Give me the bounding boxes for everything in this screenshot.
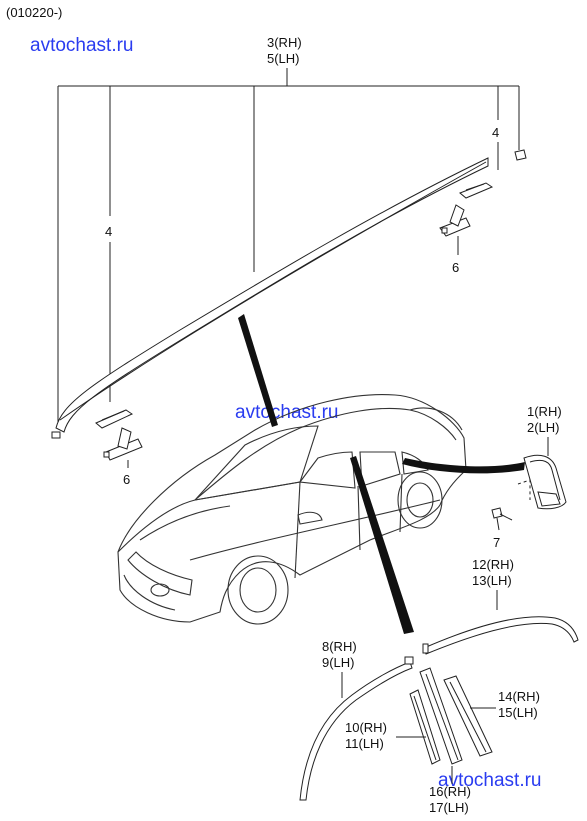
clip-right bbox=[459, 182, 494, 199]
label-part-14: 14(RH) bbox=[498, 689, 540, 704]
roof-leader-lines bbox=[57, 68, 520, 428]
header-code: (010220-) bbox=[6, 5, 62, 20]
label-part-5: 5(LH) bbox=[267, 51, 300, 66]
label-part-1: 1(RH) bbox=[527, 404, 562, 419]
label-part-9: 9(LH) bbox=[322, 655, 355, 670]
garnish-part-16-17 bbox=[419, 667, 463, 765]
pointer-wedges bbox=[238, 314, 525, 634]
screw-part-7 bbox=[491, 507, 513, 531]
corner-trim-part-1-2 bbox=[517, 454, 567, 510]
pillar-molding-part-8-9 bbox=[299, 656, 414, 801]
bracket-left bbox=[103, 427, 143, 461]
label-part-13: 13(LH) bbox=[472, 573, 512, 588]
label-part-4-right: 4 bbox=[492, 125, 499, 140]
roof-end-cap bbox=[514, 149, 527, 161]
label-part-7: 7 bbox=[493, 535, 500, 550]
roof-molding-strip bbox=[51, 157, 489, 439]
label-part-8: 8(RH) bbox=[322, 639, 357, 654]
label-part-15: 15(LH) bbox=[498, 705, 538, 720]
clip-left bbox=[95, 409, 134, 429]
label-part-2: 2(LH) bbox=[527, 420, 560, 435]
door-molding-part-12-13 bbox=[422, 616, 579, 655]
label-part-17: 17(LH) bbox=[429, 800, 469, 815]
bracket-right bbox=[439, 204, 471, 237]
watermark-bottom: avtochast.ru bbox=[438, 770, 542, 791]
garnish-part-14-15 bbox=[443, 675, 493, 757]
label-part-10: 10(RH) bbox=[345, 720, 387, 735]
car-illustration bbox=[117, 394, 467, 625]
label-part-6-right: 6 bbox=[452, 260, 459, 275]
label-part-4-left: 4 bbox=[105, 224, 112, 239]
label-part-3: 3(RH) bbox=[267, 35, 302, 50]
label-part-11: 11(LH) bbox=[345, 736, 384, 751]
watermark-middle: avtochast.ru bbox=[235, 402, 339, 423]
watermark-top: avtochast.ru bbox=[30, 35, 134, 56]
label-part-6-left: 6 bbox=[123, 472, 130, 487]
garnish-part-10-11 bbox=[409, 689, 441, 765]
label-part-16: 16(RH) bbox=[429, 784, 471, 799]
label-part-12: 12(RH) bbox=[472, 557, 514, 572]
